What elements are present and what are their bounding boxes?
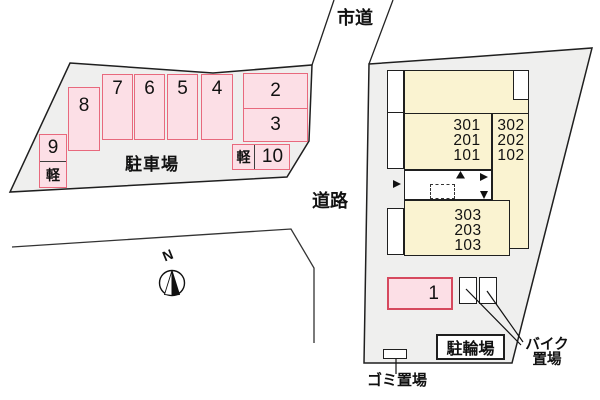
stall-9: 9 軽 [39,134,67,188]
bike-parking-label-line2: 置場 [532,351,562,368]
stall-9-kei-label: 軽 [46,166,60,183]
room-stack-302-label: 302 202 102 [491,117,531,164]
road-edge-line [11,228,315,343]
north-arrow-icon [158,269,186,297]
room-303: 303 [454,207,482,224]
stall-8-number: 8 [78,95,90,116]
stall-6: 6 [134,74,165,140]
stall-2-3-group: 2 3 [243,73,308,142]
garbage-area-box [383,349,407,359]
stall-5-number: 5 [177,78,188,99]
building-left-strip-top [387,70,404,114]
room-102: 102 [497,147,525,164]
stall-10-divider [254,145,255,169]
room-201: 201 [453,132,481,149]
stall-9-divider [40,160,66,162]
room-stack-303-label: 303 203 103 [448,207,488,254]
stall-1-number: 1 [428,282,439,304]
city-road-label: 市道 [337,8,373,28]
stall-6-number: 6 [144,78,155,99]
stall-10-number: 10 [261,146,284,167]
stall-2-number: 2 [270,79,281,101]
stall-8: 8 [68,87,100,151]
stall-2-3-divider [244,107,307,109]
parking-lot-label: 駐車場 [125,155,179,174]
garbage-area-label: ゴミ置場 [366,372,427,389]
bike-parking-label-line1: バイク [525,337,569,353]
entrance-dashed-box [430,184,455,199]
room-103: 103 [454,237,482,254]
building-right-column [492,113,529,249]
stall-7-number: 7 [112,78,123,99]
bicycle-parking-label: 駐輪場 [446,341,495,358]
building-left-strip-middle [387,112,404,169]
stall-4-number: 4 [211,78,223,99]
road-label: 道路 [312,191,348,211]
room-301: 301 [453,117,481,134]
stall-10-kei-label: 軽 [236,149,251,165]
bike-space-box-2 [479,277,497,304]
bike-parking-label: バイク 置場 [507,338,587,367]
north-label: N [160,245,176,265]
room-203: 203 [454,222,482,239]
room-101: 101 [453,147,481,164]
building-left-block-301 [404,113,492,170]
bicycle-parking-box: 駐輪場 [436,334,505,360]
entrance-arrow-left-side-icon [393,180,401,188]
stall-7: 7 [102,74,133,140]
stall-1: 1 [387,277,453,310]
room-stack-301-label: 301 201 101 [447,117,487,164]
building-top-section [404,70,529,115]
building-top-right-notch [513,70,529,100]
room-302: 302 [497,117,525,134]
building-left-strip-bottom [387,208,404,255]
building-bottom-block-303 [404,200,510,256]
stall-9-number: 9 [47,136,59,158]
stall-10: 軽 10 [232,144,290,170]
bike-space-box-1 [459,277,477,304]
stall-3-number: 3 [270,114,281,135]
room-202: 202 [497,132,525,149]
stall-4: 4 [201,74,233,140]
stall-5: 5 [167,74,198,140]
